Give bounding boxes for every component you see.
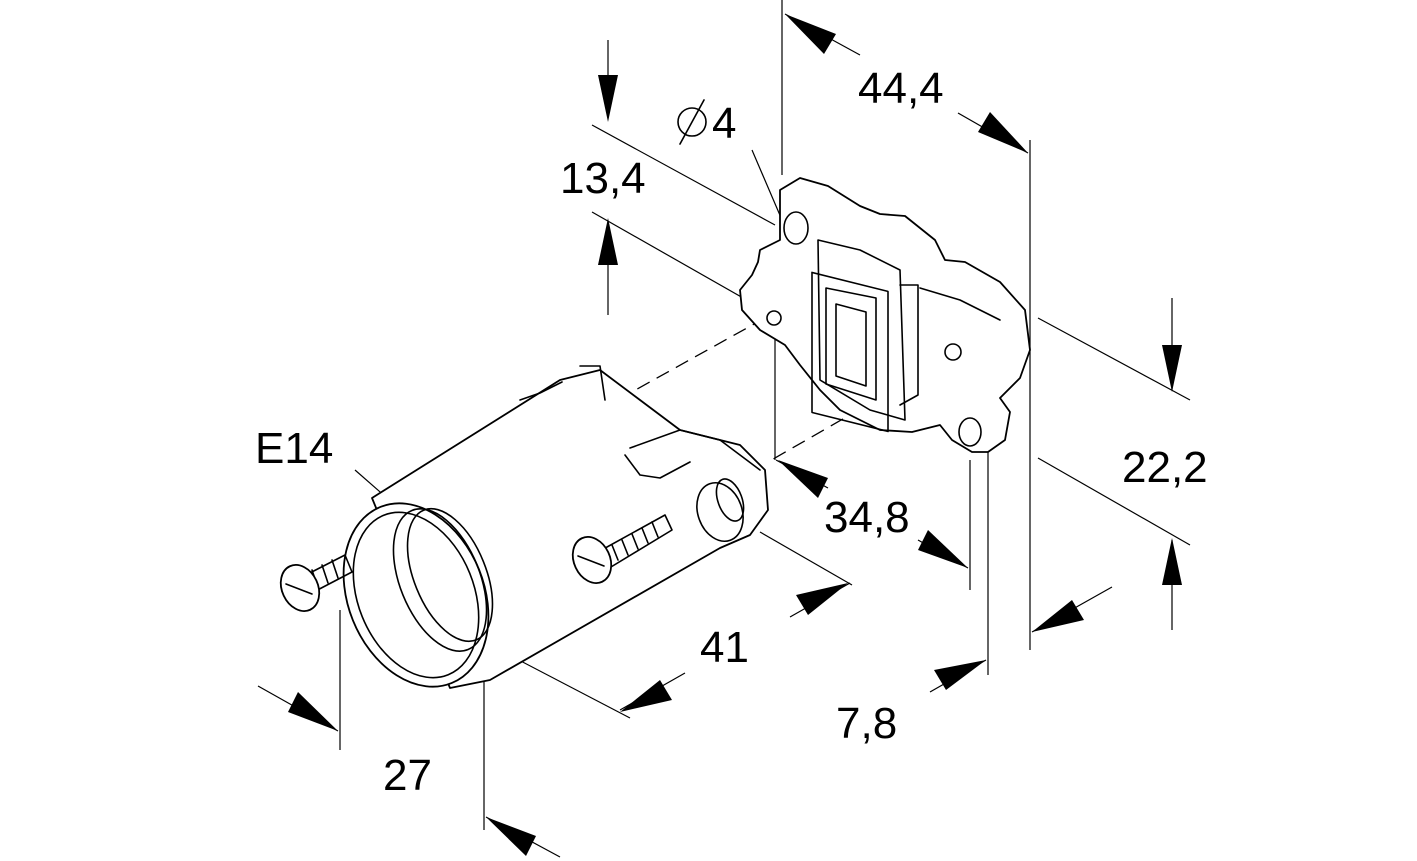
label-hole-diameter: 4 xyxy=(712,99,736,148)
label-hole-offset: 13,4 xyxy=(560,154,646,203)
dimension-labels: 44,4 4 13,4 22,2 34,8 7,8 41 27 E14 xyxy=(255,64,1208,800)
terminal-screw-right xyxy=(571,514,673,584)
label-holder-length: 41 xyxy=(700,623,749,672)
lamp-holder xyxy=(279,365,769,689)
screw-hole-right xyxy=(944,343,962,361)
assembly-lines xyxy=(584,317,863,463)
screw-hole-left xyxy=(766,310,782,326)
label-height: 22,2 xyxy=(1122,443,1208,492)
mounting-plate xyxy=(739,177,1031,453)
label-holder-diameter: 27 xyxy=(383,751,432,800)
label-thread: E14 xyxy=(255,424,333,473)
terminal-screw-left xyxy=(279,554,353,612)
dimension-arrows xyxy=(288,14,1182,856)
mounting-hole-bottom xyxy=(958,417,982,447)
label-plate-thickness: 7,8 xyxy=(836,699,897,748)
diameter-symbol-icon xyxy=(677,99,707,145)
label-width-overall: 44,4 xyxy=(858,64,944,113)
label-hole-spacing: 34,8 xyxy=(824,493,910,542)
mounting-hole-top xyxy=(783,211,809,245)
